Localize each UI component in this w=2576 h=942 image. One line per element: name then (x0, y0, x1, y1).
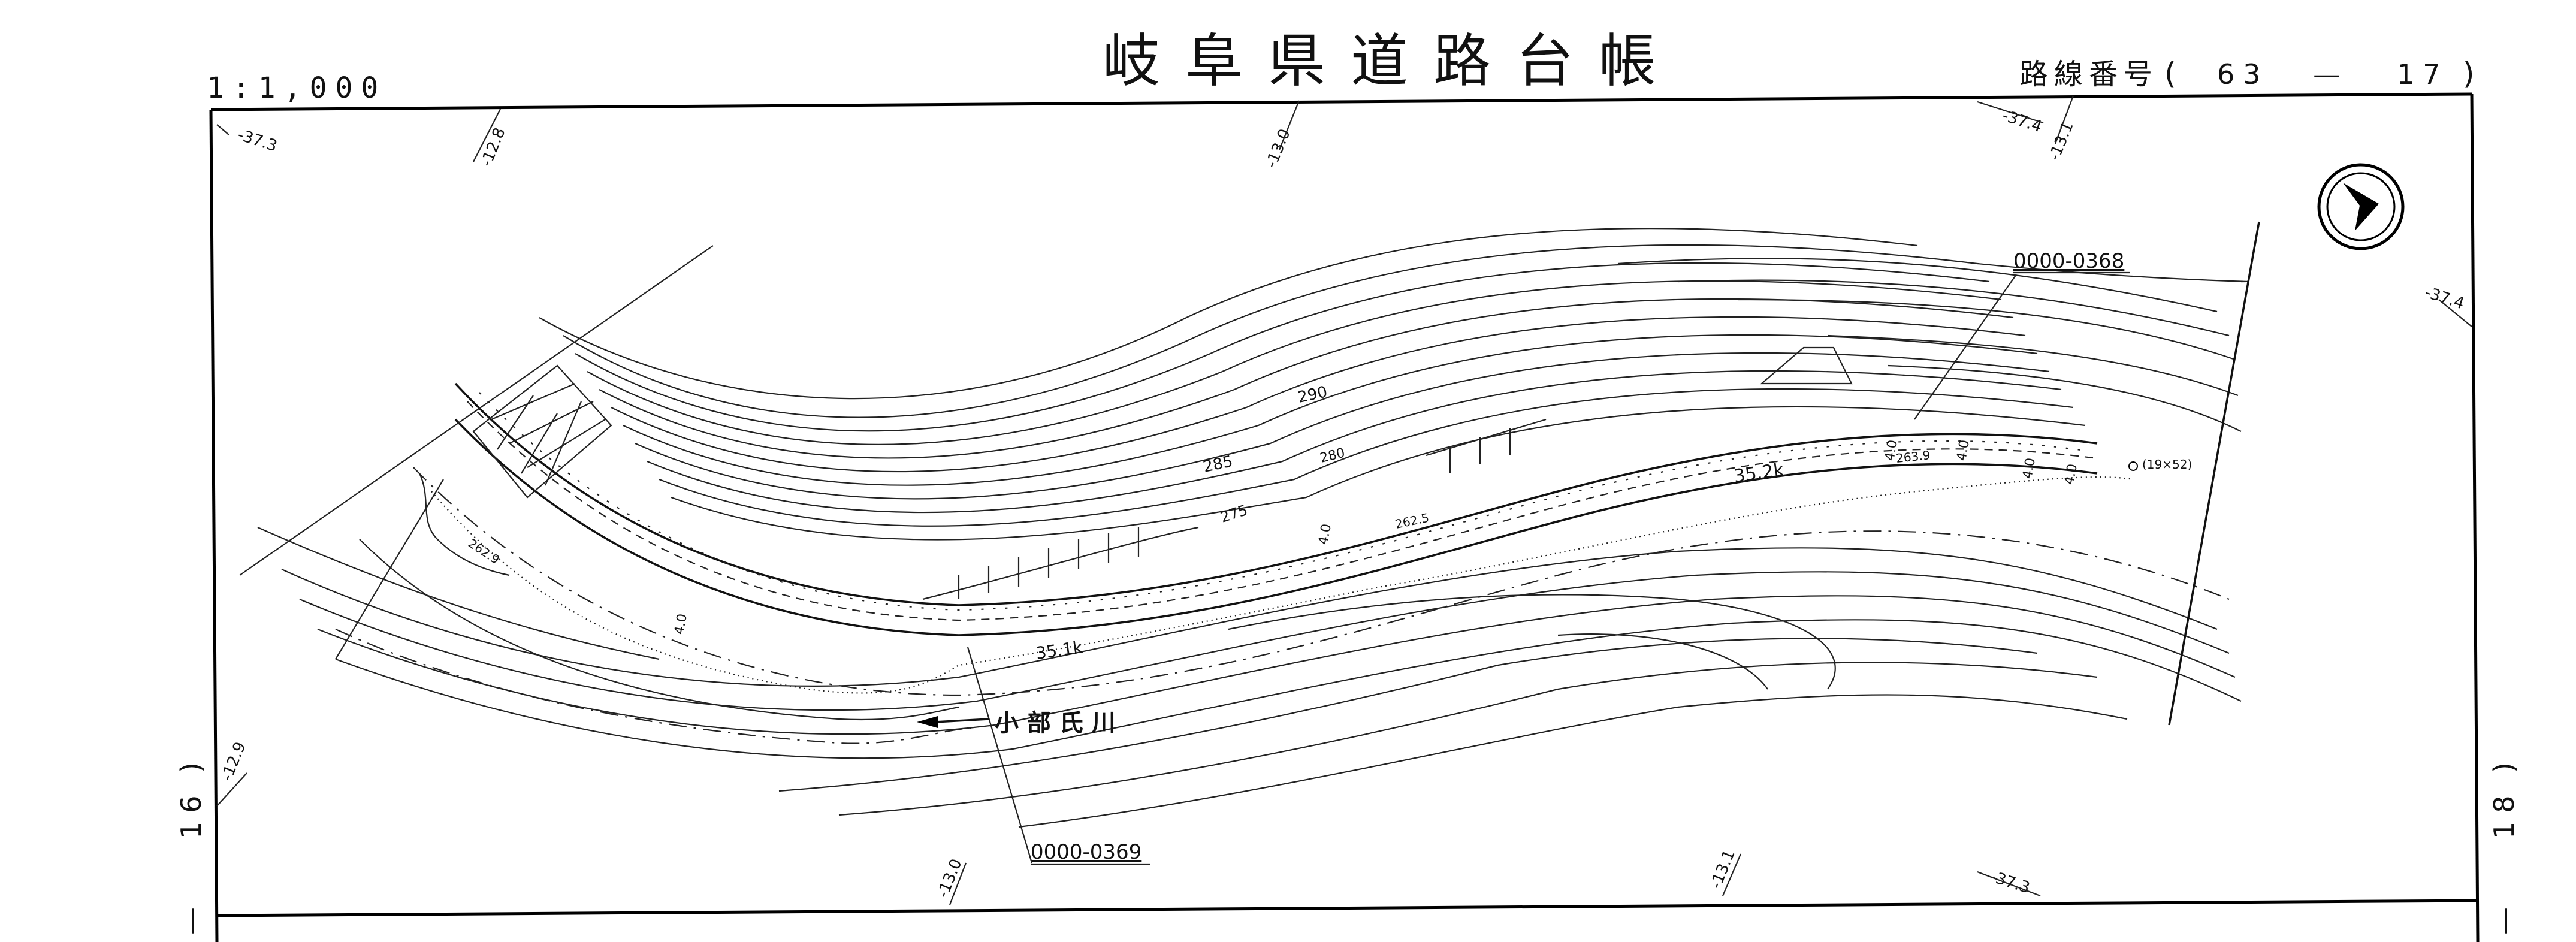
adjacent-right-number: 18 (2488, 787, 2520, 839)
contour-label: 275 (1218, 502, 1249, 526)
grid-tick: -12.8 (478, 125, 509, 170)
road (413, 382, 2230, 696)
adjacent-left-paren: ) (175, 762, 207, 773)
grid-tick: -13.0 (934, 856, 966, 901)
route-number-dash: — (2313, 58, 2341, 90)
adjacent-left-number: 16 (175, 787, 207, 839)
adjacent-sheet-right: ) 18 — (2488, 762, 2520, 935)
reference-code[interactable]: 0000-0368 (2013, 249, 2124, 273)
route-number-minor: 17 (2397, 58, 2449, 90)
river-name: 小 部 氏 川 (995, 709, 1116, 737)
route-number-major: 63 (2217, 58, 2269, 90)
north-arrow-icon (2317, 163, 2405, 250)
route-number: 路線番号 ( 63 — 17 ) (2019, 56, 2475, 91)
upper-contours (539, 227, 2248, 541)
grid-tick: -37.4 (2423, 283, 2466, 313)
grid-tick: -37.3 (235, 126, 279, 155)
wall-hatch-left (472, 364, 612, 499)
structure-marker-icon (2128, 461, 2138, 471)
adjacent-left-dash: — (175, 907, 207, 935)
sheet-title: 岐阜県道路台帳 (1103, 28, 1681, 95)
width-label: 4.0 (1882, 439, 1901, 462)
route-number-open: ( (2164, 56, 2176, 91)
reference-0368[interactable]: 0000-0368 (1914, 249, 2130, 420)
grid-tick: -12.9 (218, 739, 250, 784)
width-label: 4.0 (672, 612, 690, 636)
lower-contours (257, 526, 2242, 828)
scale-label: 1:1,000 (207, 71, 386, 105)
contour-label: 280 (1318, 445, 1346, 466)
width-label: 4.0 (2062, 463, 2080, 486)
route-number-label: 路線番号 (2019, 58, 2158, 91)
right-boundary-line (2168, 221, 2260, 726)
left-terminus (239, 245, 714, 660)
adjacent-right-dash: — (2488, 907, 2520, 935)
adjacent-sheet-left: ) 16 — (175, 762, 207, 935)
flow-arrow-head-icon (917, 716, 938, 728)
kilo-post: 35.2k (1732, 459, 1786, 487)
width-label: 4.0 (2020, 457, 2039, 480)
wall-hatch-middle (922, 346, 1853, 600)
grid-tick: -13.0 (1263, 126, 1294, 171)
sheet-frame (209, 92, 2480, 942)
grid-ticks: -37.3 -12.8 -13.0 -37.4 -13.1 -37.4 -12.… (216, 95, 2472, 905)
width-label: 4.0 (1954, 439, 1973, 462)
route-number-close: ) (2463, 56, 2475, 91)
riverbank (335, 476, 2134, 744)
kilo-post: 35.1k (1034, 637, 1084, 663)
reference-code[interactable]: 0000-0369 (1031, 840, 1141, 864)
adjacent-right-paren: ) (2488, 762, 2520, 773)
reference-0369[interactable]: 0000-0369 (967, 647, 1150, 865)
contour-label: 290 (1296, 383, 1329, 407)
river-flow-arrow (934, 718, 989, 723)
grid-tick: -37.3 (1988, 868, 2032, 897)
width-label: 4.0 (1316, 523, 1334, 546)
elevation-label: 263.9 (1895, 448, 1931, 466)
structure-label: (19×52) (2142, 457, 2192, 472)
